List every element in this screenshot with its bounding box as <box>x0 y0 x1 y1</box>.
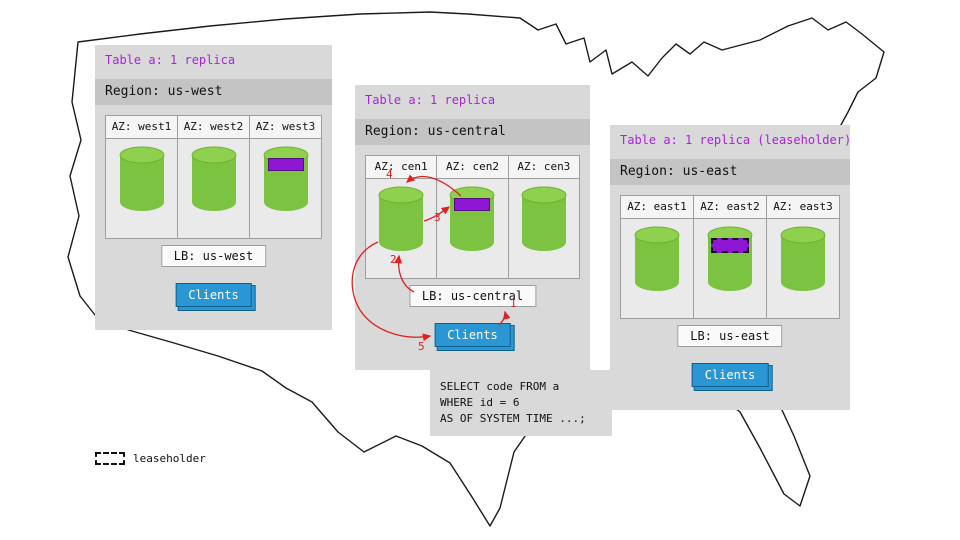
database-cylinder <box>191 146 236 211</box>
load-balancer-box: LB: us-west <box>160 245 267 267</box>
region-panel-us-central: Table a: 1 replica Region: us-central AZ… <box>355 85 590 370</box>
database-cylinder <box>449 186 495 251</box>
az-column: AZ: east2 <box>694 196 767 318</box>
database-cylinder <box>263 146 308 211</box>
az-label: AZ: east3 <box>767 196 839 219</box>
leaseholder-range-highlight <box>711 238 749 253</box>
leaseholder-legend: leaseholder <box>95 452 206 465</box>
replica-range-highlight <box>267 158 304 171</box>
az-grid: AZ: west1 AZ: west2 AZ: west3 <box>105 115 322 239</box>
az-column: AZ: west1 <box>106 116 178 238</box>
sql-query-note: SELECT code FROM a WHERE id = 6 AS OF SY… <box>430 370 612 436</box>
az-column: AZ: east1 <box>621 196 694 318</box>
table-replica-title: Table a: 1 replica <box>365 93 496 107</box>
clients-box: Clients <box>434 323 511 347</box>
az-label: AZ: cen3 <box>508 156 579 179</box>
az-grid: AZ: east1 AZ: east2 AZ: east3 <box>620 195 840 319</box>
az-label: AZ: east2 <box>694 196 766 219</box>
legend-label: leaseholder <box>133 452 206 465</box>
az-label: AZ: west2 <box>178 116 249 139</box>
sql-line: AS OF SYSTEM TIME ...; <box>440 411 586 425</box>
region-panel-us-east: Table a: 1 replica (leaseholder) Region:… <box>610 125 852 410</box>
replica-range-highlight <box>454 198 491 211</box>
az-grid: AZ: cen1 AZ: cen2 AZ: cen3 <box>365 155 580 279</box>
database-cylinder <box>378 186 424 251</box>
clients-box: Clients <box>175 283 252 307</box>
az-label: AZ: cen2 <box>437 156 508 179</box>
az-column: AZ: cen1 <box>366 156 438 278</box>
az-column: AZ: west3 <box>250 116 321 238</box>
az-column: AZ: cen2 <box>437 156 509 278</box>
load-balancer-box: LB: us-central <box>408 285 537 307</box>
az-label: AZ: cen1 <box>366 156 437 179</box>
az-label: AZ: west1 <box>106 116 177 139</box>
leaseholder-swatch-icon <box>95 452 125 465</box>
region-panel-us-west: Table a: 1 replica Region: us-west AZ: w… <box>95 45 332 330</box>
az-label: AZ: east1 <box>621 196 693 219</box>
region-label: Region: us-central <box>355 119 590 145</box>
database-cylinder <box>119 146 164 211</box>
database-cylinder <box>521 186 567 251</box>
region-label: Region: us-west <box>95 79 332 105</box>
database-cylinder <box>707 226 753 291</box>
database-cylinder <box>634 226 680 291</box>
sql-line: SELECT code FROM a <box>440 380 560 393</box>
az-column: AZ: cen3 <box>508 156 579 278</box>
load-balancer-box: LB: us-east <box>677 325 783 347</box>
table-replica-title: Table a: 1 replica <box>105 53 236 67</box>
az-label: AZ: west3 <box>250 116 321 139</box>
az-column: AZ: east3 <box>767 196 839 318</box>
database-cylinder <box>780 226 826 291</box>
table-replica-title: Table a: 1 replica (leaseholder) <box>620 133 852 147</box>
az-column: AZ: west2 <box>178 116 250 238</box>
region-label: Region: us-east <box>610 159 850 185</box>
sql-line: WHERE id = 6 <box>440 395 520 409</box>
clients-box: Clients <box>691 363 769 387</box>
